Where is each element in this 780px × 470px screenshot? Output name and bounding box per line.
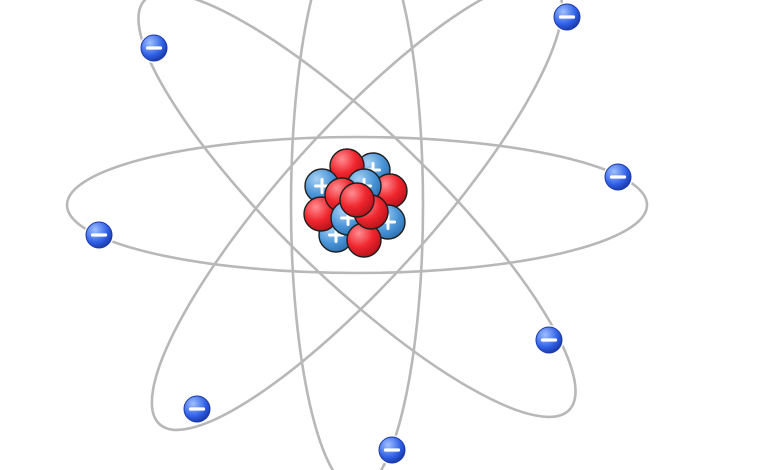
electrons (84, 2, 633, 465)
electron (139, 33, 169, 63)
electron (84, 220, 114, 250)
electron (182, 394, 212, 424)
electron (603, 162, 633, 192)
orbit-horizontal (65, 135, 649, 275)
orbit-diagonal-falling (137, 0, 577, 419)
orbit-diagonal-rising (150, 0, 564, 432)
electron (552, 2, 582, 32)
proton-particle (339, 182, 375, 218)
orbits (65, 0, 649, 470)
electron (377, 435, 407, 465)
nucleus (303, 148, 408, 258)
plus-icon (314, 178, 330, 194)
orbit-vertical (289, 0, 425, 470)
electron (534, 325, 564, 355)
